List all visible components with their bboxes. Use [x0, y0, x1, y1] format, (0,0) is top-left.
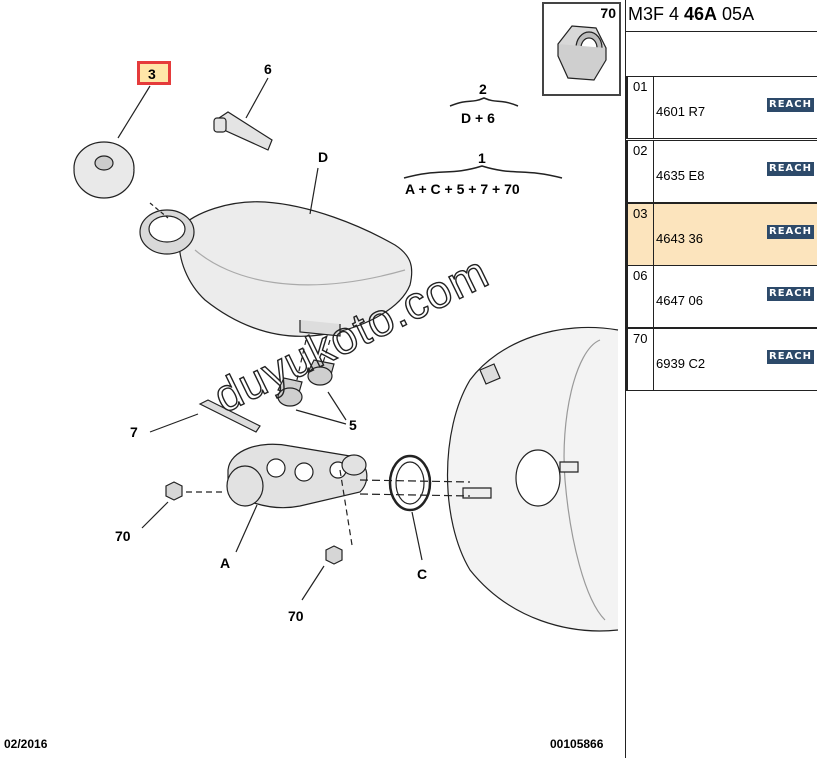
- row-index: 03: [633, 206, 648, 221]
- callout-70-right[interactable]: 70: [288, 608, 304, 624]
- part-number[interactable]: 4647 06: [656, 293, 703, 308]
- brace-group-2: [449, 97, 519, 107]
- part-row-06[interactable]: 06 4647 06 REACH: [626, 265, 817, 328]
- flange-nut-right: [325, 545, 343, 565]
- level-sensor: [213, 111, 273, 151]
- parts-list-panel: M3F 4 46A 05A 01 4601 R7 REACH 02 4635 E…: [625, 0, 817, 758]
- reference-bold: 46A: [684, 4, 718, 24]
- callout-c[interactable]: C: [417, 566, 428, 582]
- header-divider: [626, 31, 817, 32]
- callout-5[interactable]: 5: [349, 417, 357, 433]
- selected-part-marker[interactable]: [137, 61, 171, 85]
- row-index: 02: [633, 143, 648, 158]
- flange-nut-left: [165, 481, 183, 501]
- callout-70-left[interactable]: 70: [115, 528, 131, 544]
- thumbnail-label: 70: [600, 5, 616, 21]
- reference-suffix: 05A: [717, 4, 755, 24]
- part-row-03[interactable]: 03 4643 36 REACH: [626, 203, 817, 266]
- row-divider: [653, 77, 654, 138]
- reach-badge: REACH: [767, 350, 814, 364]
- callout-d[interactable]: D: [318, 149, 329, 165]
- row-divider: [653, 266, 654, 327]
- diagram-number: 00105866: [550, 737, 604, 751]
- row-index: 01: [633, 79, 648, 94]
- part-number[interactable]: 4601 R7: [656, 104, 706, 119]
- callout-7[interactable]: 7: [130, 424, 138, 440]
- row-divider: [653, 329, 654, 390]
- group-1-number: 1: [478, 150, 486, 166]
- group-2-number: 2: [479, 81, 487, 97]
- brace-group-1: [403, 165, 563, 179]
- pushrod: [198, 399, 261, 433]
- reference-prefix: M3F 4: [628, 4, 685, 24]
- part-row-02[interactable]: 02 4635 E8 REACH: [626, 140, 817, 203]
- reference-header: M3F 4 46A 05A: [628, 4, 754, 24]
- reservoir-seals: [277, 359, 335, 407]
- nut-icon: [557, 25, 607, 81]
- row-index: 06: [633, 268, 648, 283]
- row-divider: [653, 204, 654, 265]
- callout-6[interactable]: 6: [264, 61, 272, 77]
- parts-diagram: 3 6 D 7 5 70 A 70 C 2 D + 6 1 A + C + 5 …: [4, 2, 621, 751]
- callout-a[interactable]: A: [220, 555, 231, 571]
- part-row-01[interactable]: 01 4601 R7 REACH: [626, 76, 817, 139]
- part-number[interactable]: 4635 E8: [656, 168, 705, 183]
- brake-fluid-reservoir: [139, 201, 413, 337]
- reach-badge: REACH: [767, 162, 814, 176]
- reservoir-cap: [73, 141, 135, 199]
- reach-badge: REACH: [767, 98, 814, 112]
- group-1-definition: A + C + 5 + 7 + 70: [405, 181, 520, 197]
- reach-badge: REACH: [767, 225, 814, 239]
- part-thumbnail[interactable]: 70: [542, 2, 621, 96]
- group-2-definition: D + 6: [461, 110, 495, 126]
- part-number[interactable]: 6939 C2: [656, 356, 706, 371]
- row-index: 70: [633, 331, 648, 346]
- row-divider: [653, 141, 654, 202]
- reach-badge: REACH: [767, 287, 814, 301]
- part-number[interactable]: 4643 36: [656, 231, 703, 246]
- part-row-70[interactable]: 70 6939 C2 REACH: [626, 328, 817, 391]
- master-cylinder: [226, 443, 368, 509]
- diagram-date: 02/2016: [4, 737, 48, 751]
- callout-3[interactable]: 3: [148, 66, 156, 82]
- diagram-drawing: [73, 77, 619, 632]
- o-ring: [388, 454, 432, 512]
